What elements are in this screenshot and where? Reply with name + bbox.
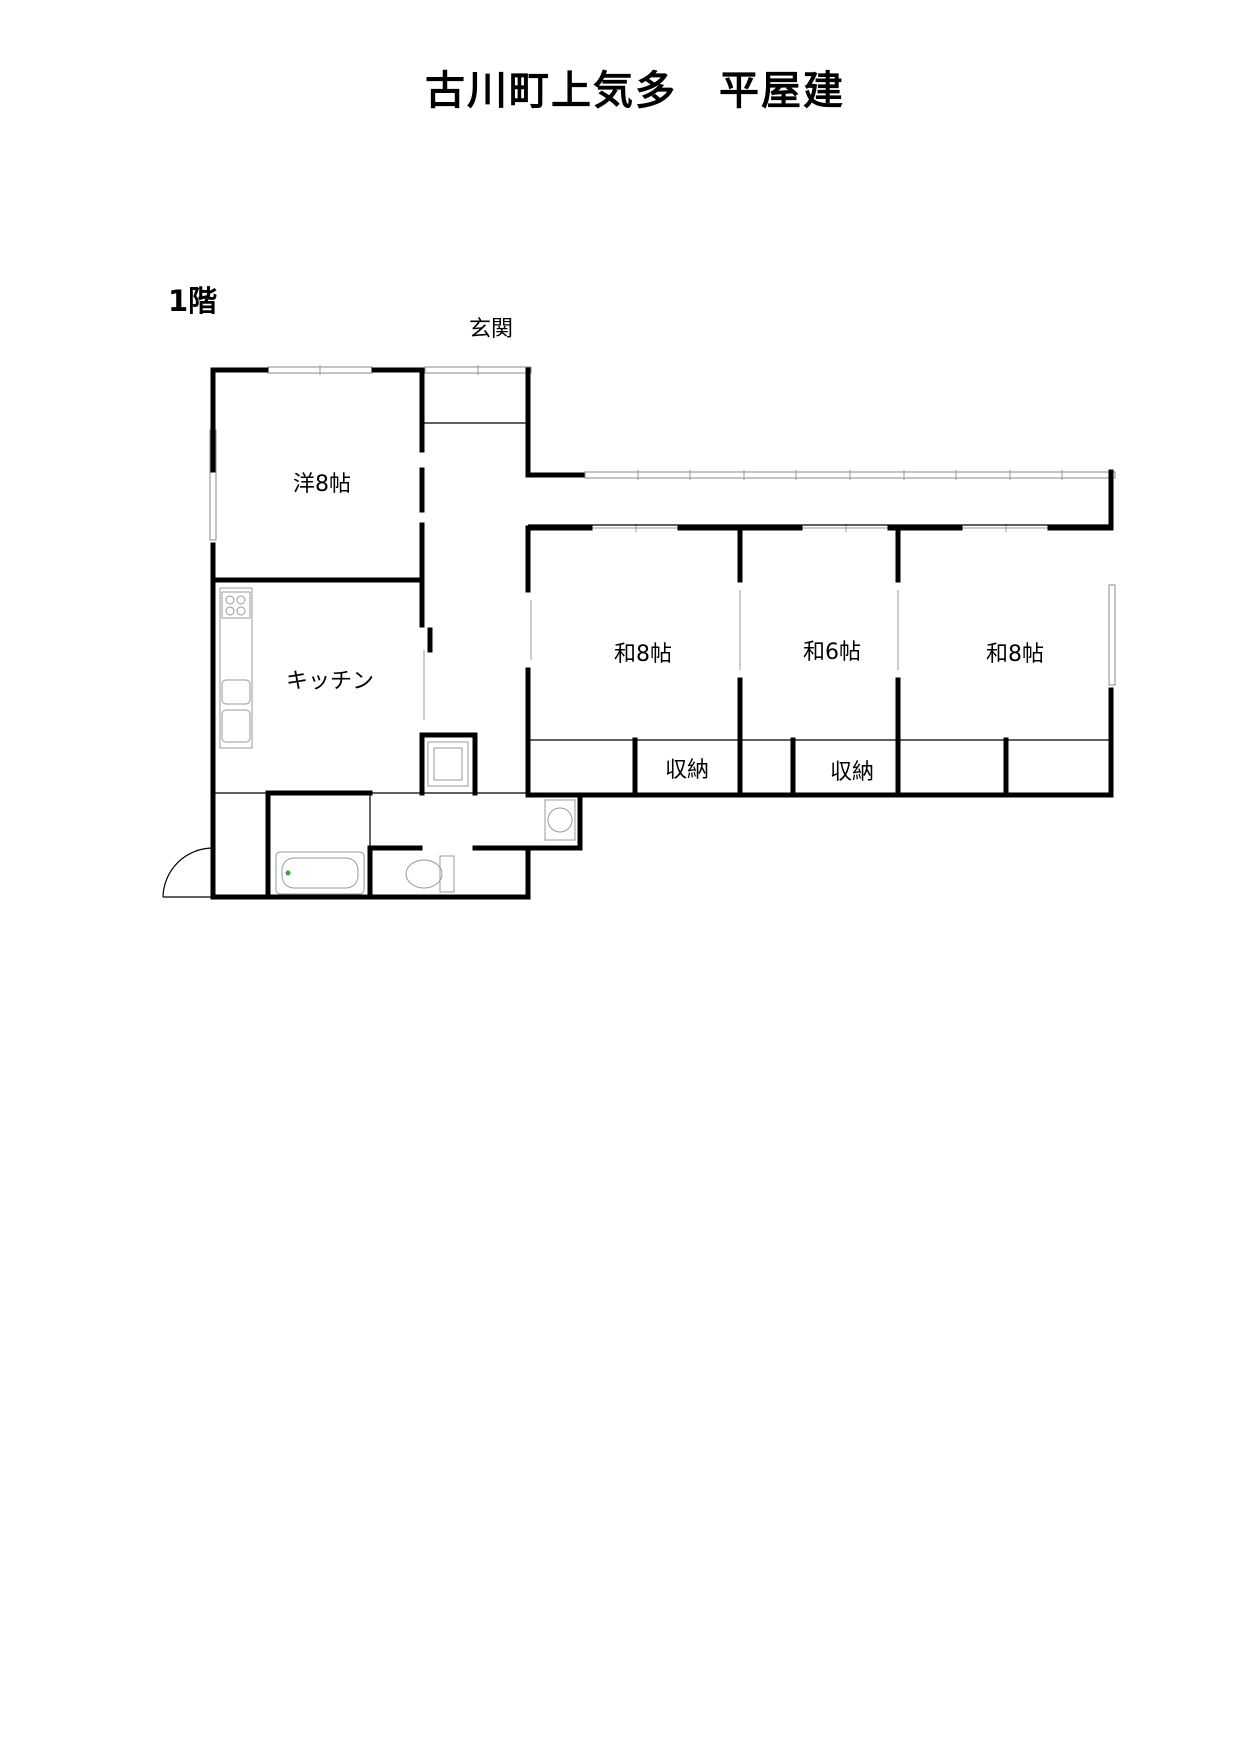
- room-label-wa8-left: 和8帖: [614, 642, 672, 667]
- entry-door: [162, 847, 214, 898]
- room-label-kitchen: キッチン: [286, 669, 374, 694]
- floor-label: 1階: [168, 284, 218, 318]
- room-label-wa8-right: 和8帖: [986, 642, 1044, 667]
- toilet-icon: [405, 855, 455, 893]
- room-label-yo8: 洋8帖: [293, 472, 351, 497]
- room-label-wa6: 和6帖: [803, 640, 861, 665]
- interior-lines: [213, 422, 1111, 895]
- walls: [210, 367, 1114, 900]
- room-label-genkan: 玄関: [469, 317, 513, 342]
- room-label-storage-1: 収納: [665, 758, 709, 783]
- washbasin: [544, 799, 576, 841]
- washer-box: [427, 741, 469, 787]
- kitchen-fixtures: [219, 587, 253, 749]
- room-label-storage-2: 収納: [830, 760, 874, 785]
- page-title: 古川町上気多 平屋建: [425, 68, 845, 114]
- bathtub-icon: [275, 851, 365, 895]
